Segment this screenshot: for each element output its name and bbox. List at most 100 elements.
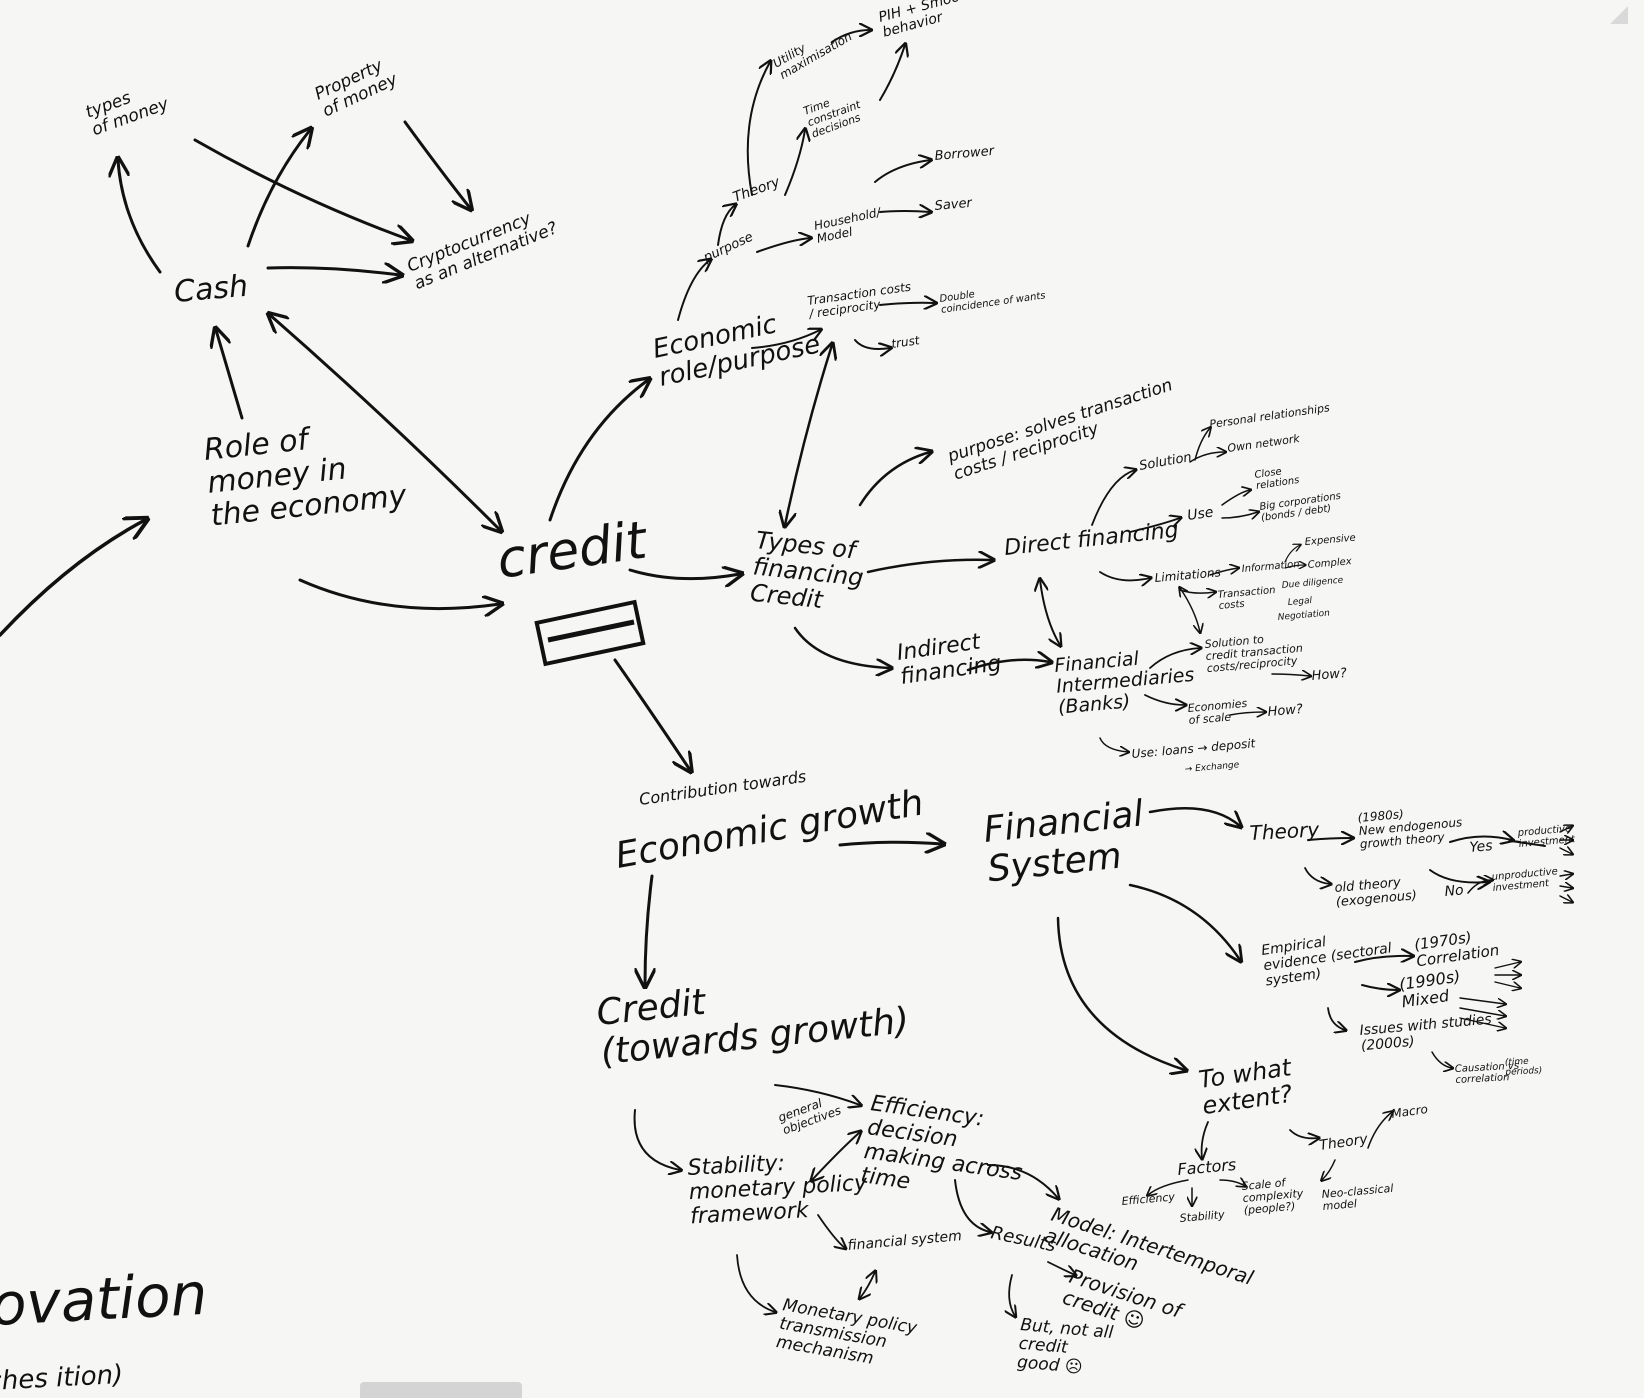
node-theory-right: Theory <box>1249 817 1321 845</box>
node-new-endogenous: (1980s)New endogenousgrowth theory <box>1357 802 1464 851</box>
node-line: periods) <box>1504 1066 1542 1078</box>
arrow-theory-utility <box>746 62 770 196</box>
node-to-what-extent: To whatextent? <box>1197 1053 1298 1120</box>
arrow-fin-use <box>1099 737 1128 752</box>
arrow-factors-scale <box>1219 1180 1245 1186</box>
node-line: purpose <box>700 230 755 266</box>
node-role-money: Role ofmoney inthe economy <box>202 412 409 533</box>
node-how2: How? <box>1267 702 1304 720</box>
node-line: Macro <box>1390 1102 1428 1121</box>
node-line: system) <box>1265 966 1323 990</box>
node-line: Efficiency <box>1121 1190 1176 1208</box>
node-line: ovation <box>0 1260 209 1339</box>
arrow-types-crypto <box>193 138 410 240</box>
arrow-factors-efficiency <box>1148 1179 1189 1195</box>
arrow-household-saver <box>879 211 930 212</box>
arrow-fans <box>1459 826 1572 1028</box>
node-unproductive-invest: unproductiveinvestment <box>1491 866 1559 894</box>
node-economic-role: Economicrole/purpose <box>650 301 823 392</box>
arrow-credit-stability <box>633 1109 680 1170</box>
node-indirect-financing: Indirectfinancing <box>895 627 1003 690</box>
node-line: Double <box>939 289 976 305</box>
node-productive-invest: productiveinvestment <box>1516 823 1576 850</box>
arrow-info-expensive <box>1284 545 1300 563</box>
node-use-direct: Use <box>1186 504 1214 523</box>
node-theory-low: Theory <box>1318 1131 1369 1154</box>
arrow-types-indirect <box>793 626 890 668</box>
arrow-role-credit <box>298 578 500 609</box>
arrow-theory-new <box>1307 838 1352 840</box>
arrow-use-close <box>1221 490 1250 506</box>
node-line: correlation <box>1455 1072 1510 1086</box>
arrow-new-no <box>1429 869 1488 883</box>
node-monetary-transmission: Monetary policytransmissionmechanism <box>775 1295 920 1375</box>
node-contribution: Contribution towards <box>638 767 807 809</box>
arrow-types-purpose <box>858 452 930 507</box>
node-economies-scale: Economiesof scale <box>1187 697 1249 727</box>
node-line: → Exchange <box>1184 760 1240 775</box>
node-theory-top: Theory <box>731 174 783 206</box>
node-line: credit <box>493 510 651 590</box>
arrow-extent-theory <box>1289 1129 1318 1138</box>
node-correlation: (1970s)Correlation <box>1413 925 1500 971</box>
arrow-property-crypto <box>403 120 470 208</box>
node-stability-f: Stability <box>1179 1208 1225 1225</box>
arrow-empirical-issues <box>1327 1007 1345 1030</box>
node-line: investment <box>1518 834 1576 850</box>
node-line: (time <box>1505 1057 1530 1068</box>
node-line: How? <box>1311 666 1348 684</box>
arrow-info-complex <box>1284 565 1305 568</box>
node-line: Information <box>1241 559 1300 575</box>
node-line: Solution to <box>1204 633 1265 651</box>
node-line: Cash <box>173 269 250 310</box>
node-efficiency-f: Efficiency <box>1121 1190 1176 1208</box>
arrow-credit-efficiency <box>774 1084 860 1105</box>
arrow-fin-economies <box>1144 694 1185 705</box>
arrow-direct-limit <box>1099 571 1150 580</box>
arrow-theory-old <box>1304 867 1330 884</box>
credit-underline-stroke <box>547 619 635 643</box>
node-line: Issues with studies <box>1359 1012 1492 1039</box>
node-line: Borrower <box>934 144 996 164</box>
node-solution-credit: Solution tocredit transactioncosts/recip… <box>1204 630 1304 676</box>
arrow-new-yes <box>1449 836 1512 842</box>
node-line: complexity <box>1242 1187 1304 1205</box>
node-line: Contribution towards <box>638 767 807 809</box>
node-line: Due diligence <box>1281 576 1344 591</box>
node-expensive: Expensive <box>1304 533 1356 548</box>
node-factors: Factors <box>1177 1155 1237 1179</box>
node-innovation-sub: ches ition) <box>0 1360 124 1397</box>
node-legal: Legal <box>1287 596 1313 608</box>
node-line: Theory <box>1318 1131 1369 1154</box>
arrow-empirical-correlation <box>1354 956 1412 962</box>
arrow-results-but <box>1009 1274 1015 1316</box>
arrow-indirect-fin <box>966 660 1050 672</box>
arrow-stability-finsys <box>817 1214 845 1248</box>
horizontal-scrollbar-thumb[interactable] <box>360 1382 522 1398</box>
node-line: (1980s) <box>1357 807 1404 825</box>
node-scale-f: Scale ofcomplexity(people?) <box>1241 1175 1305 1217</box>
node-information: Information <box>1241 559 1300 575</box>
node-line: Theory <box>731 174 783 206</box>
arrow-no-unproductive <box>1467 880 1492 894</box>
arrow-purpose-household <box>756 238 810 253</box>
arrow-utility-pih <box>831 30 870 43</box>
arrow-cash-crypto <box>266 268 400 275</box>
resize-corner-icon[interactable] <box>1610 6 1628 24</box>
node-line: ches ition) <box>0 1360 124 1397</box>
arrow-theory-macro <box>1367 1112 1392 1149</box>
connector-arrows <box>0 30 1546 1316</box>
node-negotiation: Negotiation <box>1277 608 1330 623</box>
node-macro: Macro <box>1390 1102 1428 1121</box>
node-transaction-costs: Transaction costs/ reciprocity <box>805 280 913 322</box>
arrow-role-cash <box>216 330 244 420</box>
node-line: (exogenous) <box>1335 888 1417 910</box>
arrow-economies-how <box>1229 712 1265 715</box>
node-personal-rel: Personal relationships <box>1209 401 1331 431</box>
node-financial-system-low: financial system <box>847 1228 962 1254</box>
arrow-cash-types-money <box>118 160 162 274</box>
node-stability-main: Stability:monetary policyframework <box>687 1147 870 1230</box>
arrow-direct-solution <box>1091 470 1135 526</box>
node-yes: Yes <box>1469 838 1493 856</box>
